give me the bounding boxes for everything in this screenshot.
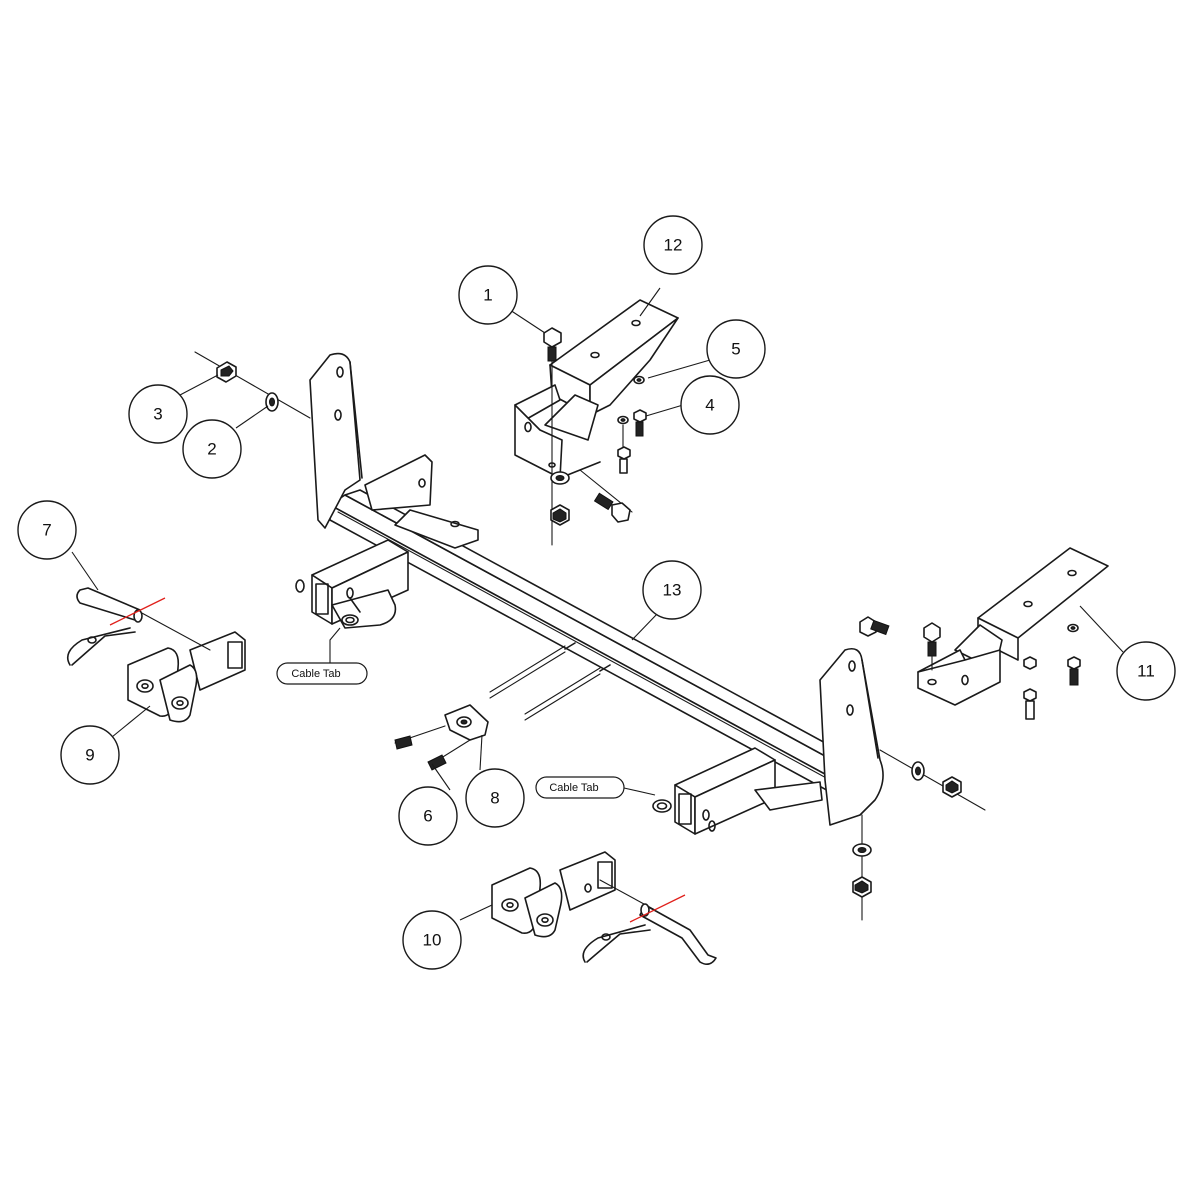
cable-tab-label-left: Cable Tab	[276, 662, 368, 685]
svg-text:1: 1	[483, 286, 492, 305]
callout-4: 4	[680, 375, 740, 435]
callout-5: 5	[706, 319, 766, 379]
callouts: 1 2 3 4 5 6 7 8	[17, 215, 1176, 970]
svg-text:2: 2	[207, 440, 216, 459]
left-gusset	[364, 454, 479, 549]
callout-6: 6	[398, 786, 458, 846]
svg-text:3: 3	[153, 405, 162, 424]
hardware	[194, 327, 1081, 921]
callout-13: 13	[642, 560, 702, 620]
svg-text:7: 7	[42, 521, 51, 540]
rods-and-backing-plate	[394, 642, 611, 771]
svg-text:Cable Tab: Cable Tab	[549, 782, 598, 794]
callout-8: 8	[465, 768, 525, 828]
right-receiver-tube	[652, 747, 823, 835]
callout-3: 3	[128, 384, 188, 444]
svg-text:10: 10	[423, 931, 442, 950]
callout-9: 9	[60, 725, 120, 785]
svg-text:4: 4	[705, 396, 714, 415]
callout-10: 10	[402, 910, 462, 970]
svg-text:12: 12	[664, 236, 683, 255]
leader-lines	[71, 287, 1124, 921]
svg-text:13: 13	[663, 581, 682, 600]
bracket-11	[917, 547, 1109, 706]
right-clevis-bracket	[491, 851, 656, 938]
bracket-12	[514, 299, 679, 479]
left-tow-pin	[66, 587, 166, 666]
right-side-plate	[819, 647, 884, 826]
right-tow-pin	[582, 894, 717, 966]
left-clevis-bracket	[127, 611, 246, 723]
main-crossbar	[329, 489, 876, 801]
svg-text:Cable Tab: Cable Tab	[291, 668, 340, 680]
callout-7: 7	[17, 500, 77, 560]
callout-12: 12	[643, 215, 703, 275]
svg-text:8: 8	[490, 789, 499, 808]
left-receiver-tube	[295, 539, 409, 629]
svg-text:9: 9	[85, 746, 94, 765]
callout-1: 1	[458, 265, 518, 325]
callout-11: 11	[1116, 641, 1176, 701]
left-side-plate	[309, 352, 363, 529]
svg-text:11: 11	[1137, 662, 1155, 681]
callout-2: 2	[182, 419, 242, 479]
svg-text:5: 5	[731, 340, 740, 359]
cable-tab-label-right: Cable Tab	[535, 776, 625, 799]
svg-text:6: 6	[423, 807, 432, 826]
